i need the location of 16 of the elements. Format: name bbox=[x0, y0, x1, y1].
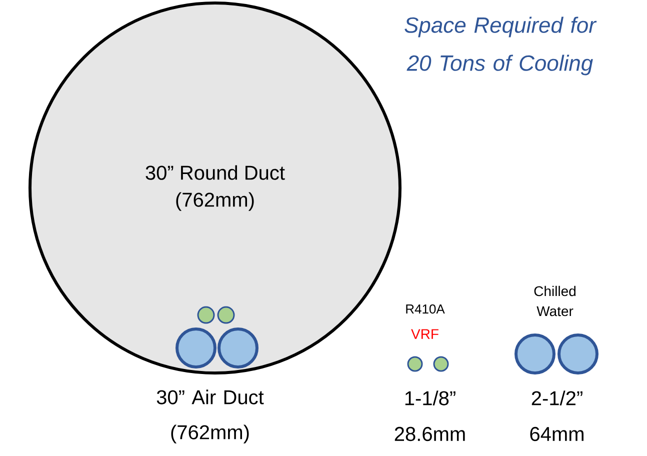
pipe-circle bbox=[197, 306, 215, 324]
pipe-circle bbox=[407, 356, 423, 372]
label: 28.6mm bbox=[394, 426, 465, 442]
pipe-circle bbox=[433, 356, 449, 372]
pipe-circle bbox=[558, 334, 598, 374]
label: 64mm bbox=[530, 426, 584, 442]
pipe-circle bbox=[217, 306, 235, 324]
label: (762mm) bbox=[171, 424, 249, 444]
label: VRF bbox=[411, 329, 438, 339]
label: 1-1/8” bbox=[405, 390, 456, 406]
title: Space Required for 20 Tons of Cooling bbox=[404, 16, 597, 76]
label: 30” Air Duct bbox=[156, 390, 264, 404]
label: Chilled Water bbox=[534, 286, 576, 316]
label: 2-1/2” bbox=[532, 390, 582, 406]
label: R410A bbox=[406, 304, 445, 314]
pipe-circle bbox=[514, 334, 556, 374]
